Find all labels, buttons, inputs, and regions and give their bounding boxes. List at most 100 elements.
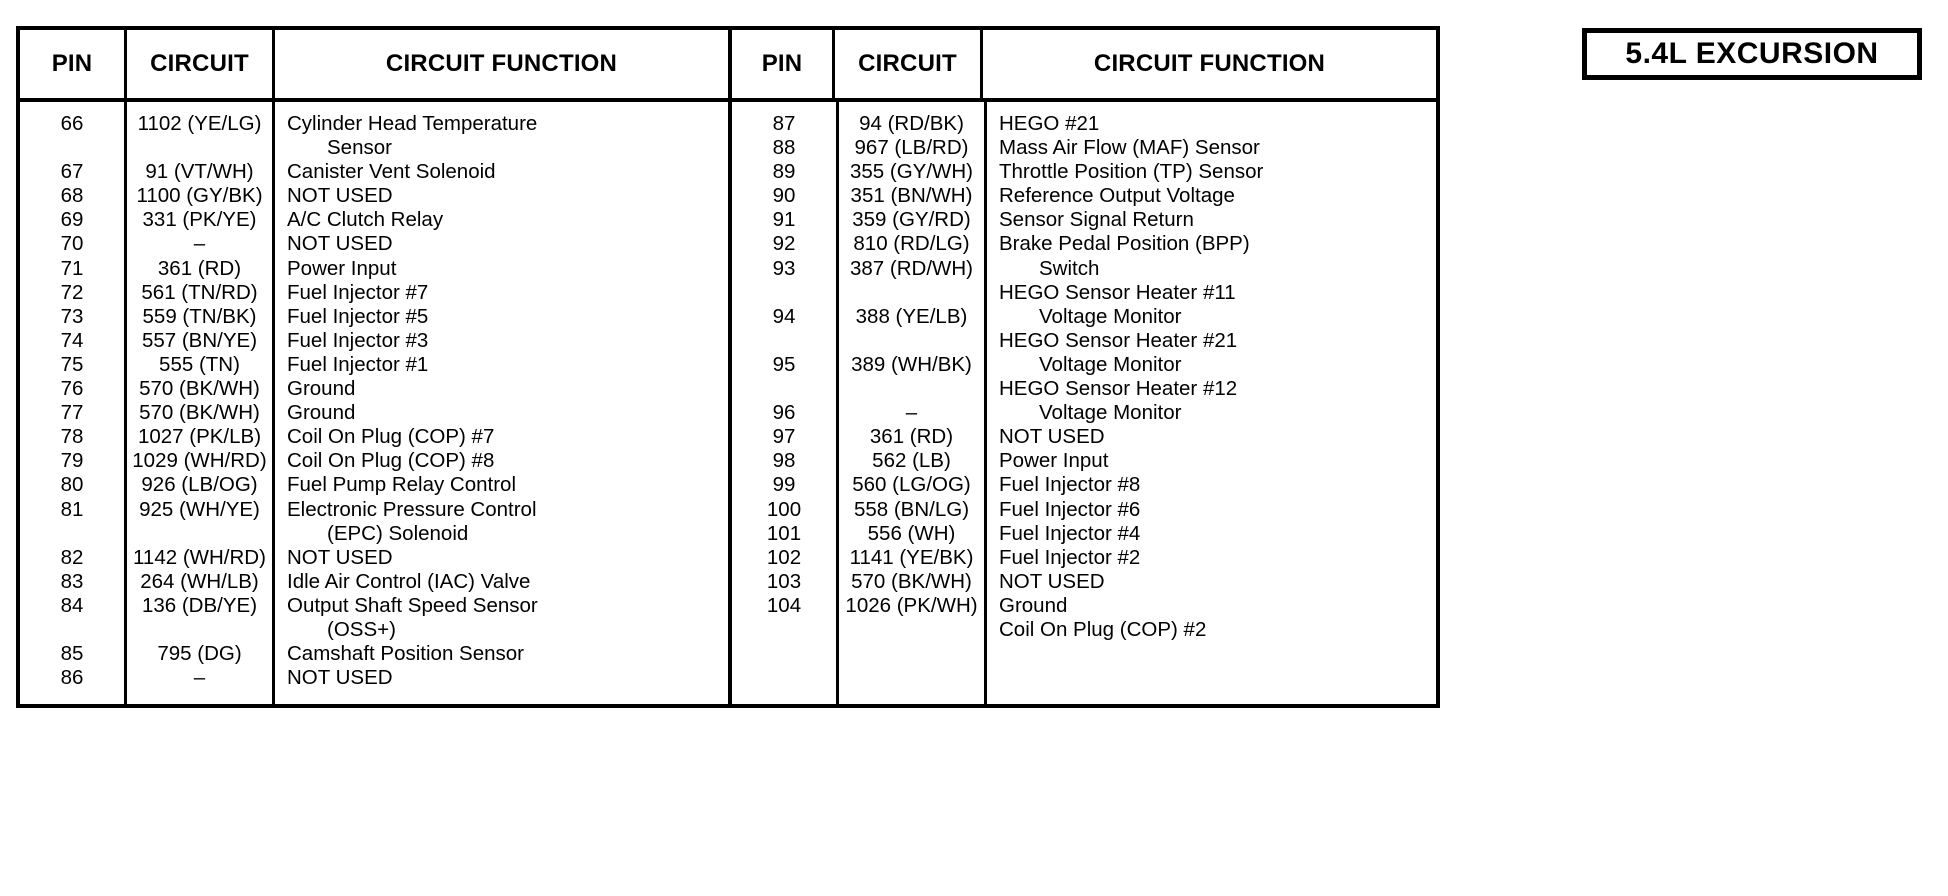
pin-cell: 95 <box>772 352 796 376</box>
circuit-function-cell: (EPC) Solenoid <box>327 521 469 545</box>
circuit-function-cell: NOT USED <box>999 569 1105 593</box>
pin-cell: 76 <box>60 377 84 401</box>
circuit-function-cell: HEGO Sensor Heater #21 <box>999 328 1238 352</box>
circuit-function-cell: Voltage Monitor <box>1039 401 1182 425</box>
circuit-function-cell: NOT USED <box>999 425 1105 449</box>
circuit-function-cell: Camshaft Position Sensor <box>287 642 525 666</box>
circuit-function-cell: Sensor Signal Return <box>999 208 1194 232</box>
pinout-table: PIN CIRCUIT CIRCUIT FUNCTION PIN CIRCUIT… <box>16 26 1440 709</box>
circuit-function-cell: A/C Clutch Relay <box>287 208 444 232</box>
pin-cell: 68 <box>60 184 84 208</box>
circuit-function-cell: Fuel Injector #1 <box>287 352 429 376</box>
circuit-cell: 1026 (PK/WH) <box>845 593 978 617</box>
circuit-cell: 560 (LG/OG) <box>852 473 971 497</box>
circuit-cell: 355 (GY/WH) <box>849 160 974 184</box>
circuit-cell: 810 (RD/LG) <box>853 232 970 256</box>
circuit-function-cell: Coil On Plug (COP) #2 <box>999 617 1207 641</box>
circuit-cell: 361 (RD) <box>869 425 954 449</box>
circuit-cell: 570 (BK/WH) <box>851 569 972 593</box>
circuit-cell: 1100 (GY/BK) <box>136 184 263 208</box>
circuit-cell: 388 (YE/LB) <box>855 304 968 328</box>
pin-cell: 83 <box>60 569 84 593</box>
pin-cell: 78 <box>60 425 84 449</box>
circuit-function-cell: NOT USED <box>287 184 393 208</box>
circuit-cell: 558 (BN/LG) <box>853 497 970 521</box>
pin-cell: 91 <box>772 208 796 232</box>
pin-cell: 69 <box>60 208 84 232</box>
circuit-cell: 562 (LB) <box>872 449 951 473</box>
circuit-cell: – <box>905 401 918 425</box>
circuit-cell: – <box>193 666 206 690</box>
circuit-function-cell: (OSS+) <box>327 617 396 641</box>
column-header-circuit-left: CIRCUIT <box>124 30 272 98</box>
pin-cell: 101 <box>766 521 802 545</box>
circuit-function-cell: Electronic Pressure Control <box>287 497 537 521</box>
circuit-function-cell: Ground <box>999 593 1068 617</box>
circuit-function-cell: Fuel Injector #8 <box>999 473 1141 497</box>
pin-cell: 81 <box>60 497 84 521</box>
circuit-function-cell: Power Input <box>287 256 397 280</box>
engine-title-block: 5.4L EXCURSION <box>1582 28 1922 80</box>
circuit-cell: 359 (GY/RD) <box>852 208 971 232</box>
circuit-cell: 559 (TN/BK) <box>142 304 257 328</box>
pin-cell: 73 <box>60 304 84 328</box>
circuit-function-cell: NOT USED <box>287 232 393 256</box>
circuit-cell: 361 (RD) <box>157 256 242 280</box>
pin-cell: 104 <box>766 593 802 617</box>
pin-cell: 96 <box>772 401 796 425</box>
circuit-function-cell: Fuel Injector #4 <box>999 521 1141 545</box>
circuit-cell: 389 (WH/BK) <box>851 352 972 376</box>
pin-cell: 103 <box>766 569 802 593</box>
pin-cell: 79 <box>60 449 84 473</box>
column-header-circuit-function-right: CIRCUIT FUNCTION <box>980 30 1436 98</box>
circuit-column-right: 94 (RD/BK)967 (LB/RD)355 (GY/WH)351 (BN/… <box>836 102 984 705</box>
circuit-function-cell: Ground <box>287 377 356 401</box>
circuit-function-cell: Throttle Position (TP) Sensor <box>999 160 1264 184</box>
circuit-function-cell: Ground <box>287 401 356 425</box>
circuit-function-cell: Fuel Injector #6 <box>999 497 1141 521</box>
table-header-row: PIN CIRCUIT CIRCUIT FUNCTION PIN CIRCUIT… <box>20 30 1436 102</box>
circuit-cell: 1102 (YE/LG) <box>137 112 262 135</box>
circuit-function-cell: Coil On Plug (COP) #7 <box>287 425 495 449</box>
circuit-cell: 91 (VT/WH) <box>145 160 254 184</box>
pin-cell: 75 <box>60 352 84 376</box>
circuit-function-cell: HEGO #21 <box>999 112 1100 135</box>
column-header-circuit-function-left: CIRCUIT FUNCTION <box>272 30 728 98</box>
circuit-cell: 556 (WH) <box>867 521 956 545</box>
circuit-function-cell: Coil On Plug (COP) #8 <box>287 449 495 473</box>
pin-cell: 85 <box>60 642 84 666</box>
engine-title-label: 5.4L EXCURSION <box>1625 37 1879 70</box>
circuit-function-cell: Fuel Pump Relay Control <box>287 473 517 497</box>
circuit-cell: 136 (DB/YE) <box>141 593 258 617</box>
column-header-circuit-right: CIRCUIT <box>832 30 980 98</box>
circuit-cell: – <box>193 232 206 256</box>
pin-cell: 74 <box>60 328 84 352</box>
circuit-column-left: 1102 (YE/LG) 91 (VT/WH)1100 (GY/BK)331 (… <box>124 102 272 705</box>
circuit-cell: 926 (LB/OG) <box>141 473 258 497</box>
circuit-function-cell: HEGO Sensor Heater #12 <box>999 377 1238 401</box>
circuit-function-cell: Fuel Injector #3 <box>287 328 429 352</box>
circuit-function-cell: HEGO Sensor Heater #11 <box>999 280 1236 304</box>
circuit-cell: 561 (TN/RD) <box>141 280 258 304</box>
circuit-function-cell: NOT USED <box>287 666 393 690</box>
pin-cell: 99 <box>772 473 796 497</box>
circuit-function-cell: Output Shaft Speed Sensor <box>287 593 538 617</box>
pin-cell: 93 <box>772 256 796 280</box>
circuit-cell: 557 (BN/YE) <box>141 328 258 352</box>
circuit-function-cell: Fuel Injector #2 <box>999 545 1141 569</box>
pin-cell: 97 <box>772 425 796 449</box>
circuit-function-cell: Switch <box>1039 256 1100 280</box>
circuit-cell: 1141 (YE/BK) <box>849 545 974 569</box>
pin-cell: 84 <box>60 593 84 617</box>
circuit-cell: 94 (RD/BK) <box>859 112 964 135</box>
circuit-function-cell: Idle Air Control (IAC) Valve <box>287 569 531 593</box>
circuit-function-cell: Fuel Injector #5 <box>287 304 429 328</box>
circuit-function-cell: Sensor <box>327 136 392 160</box>
circuit-function-cell: Power Input <box>999 449 1109 473</box>
circuit-cell: 570 (BK/WH) <box>139 377 260 401</box>
